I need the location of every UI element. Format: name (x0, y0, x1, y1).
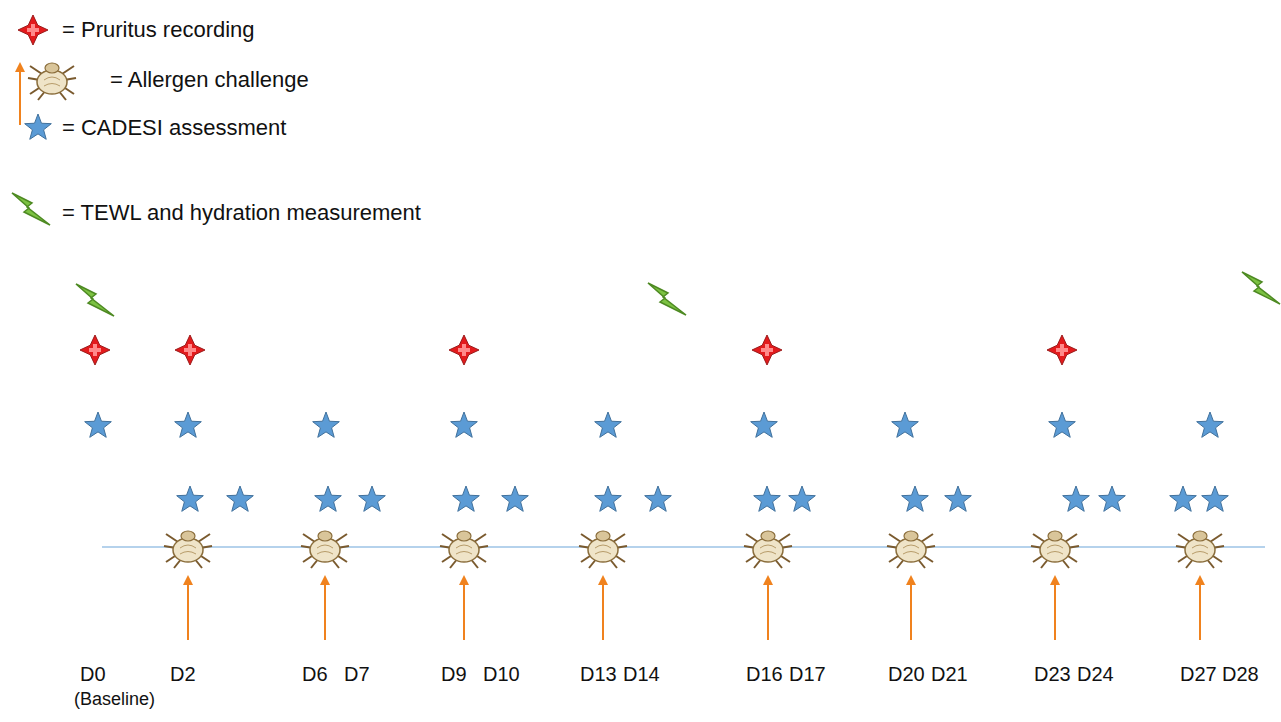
cadesi-star (315, 486, 342, 511)
cadesi-star (789, 486, 816, 511)
cadesi-star (1063, 486, 1090, 511)
cadesi-star (85, 412, 112, 437)
challenge-arrow (767, 583, 769, 640)
mite-icon (1176, 531, 1224, 568)
mite-icon (301, 531, 349, 568)
day-label: D17 (789, 664, 826, 684)
arrow-head (598, 575, 608, 585)
challenge-arrow (1199, 583, 1201, 640)
challenge-arrow (602, 583, 604, 640)
cadesi-star (892, 412, 919, 437)
lightning-symbol (648, 283, 686, 315)
day-label: D9 (441, 664, 467, 684)
arrow-head (320, 575, 330, 585)
arrow-head (763, 575, 773, 585)
day-label: D0 (80, 664, 106, 684)
day-label: D27 (1180, 664, 1217, 684)
legend-text: = Pruritus recording (62, 19, 255, 41)
cadesi-star (1197, 412, 1224, 437)
arrow-head (15, 62, 25, 72)
arrow-head (906, 575, 916, 585)
cadesi-star (595, 412, 622, 437)
cadesi-star (1202, 486, 1229, 511)
cadesi-star (453, 486, 480, 511)
baseline-note: (Baseline) (74, 690, 155, 708)
day-label: D24 (1077, 664, 1114, 684)
cadesi-star (945, 486, 972, 511)
legend-text: = CADESI assessment (62, 117, 286, 139)
lightning-symbol (76, 284, 114, 316)
cadesi-star (359, 486, 386, 511)
cadesi-star (451, 412, 478, 437)
day-label: D13 (580, 664, 617, 684)
cadesi-star (1099, 486, 1126, 511)
arrow-head (183, 575, 193, 585)
mite-icon (1031, 531, 1079, 568)
day-label: D14 (623, 664, 660, 684)
cadesi-star (754, 486, 781, 511)
day-label: D7 (344, 664, 370, 684)
cadesi-star (595, 486, 622, 511)
cadesi-star (1049, 412, 1076, 437)
pruritus-marker (449, 335, 479, 365)
pruritus-marker (18, 15, 48, 45)
cadesi-star (751, 412, 778, 437)
cadesi-star (313, 412, 340, 437)
cadesi-star (177, 486, 204, 511)
timeline-axis (102, 546, 1265, 548)
cadesi-star (227, 486, 254, 511)
mite-icon (28, 63, 76, 100)
mite-icon (579, 531, 627, 568)
arrow-head (1050, 575, 1060, 585)
day-label: D2 (170, 664, 196, 684)
cadesi-star (502, 486, 529, 511)
mite-icon (744, 531, 792, 568)
pruritus-marker (80, 335, 110, 365)
lightning-symbol (1242, 272, 1280, 304)
challenge-arrow (910, 583, 912, 640)
challenge-arrow (324, 583, 326, 640)
pruritus-marker (1047, 335, 1077, 365)
cadesi-star (902, 486, 929, 511)
cadesi-star (25, 114, 52, 139)
arrow-head (459, 575, 469, 585)
mite-icon (887, 531, 935, 568)
challenge-arrow (187, 583, 189, 640)
day-label: D6 (302, 664, 328, 684)
day-label: D21 (931, 664, 968, 684)
mite-icon (440, 531, 488, 568)
cadesi-star (1170, 486, 1197, 511)
legend-text: = Allergen challenge (110, 69, 309, 91)
cadesi-star (645, 486, 672, 511)
day-label: D16 (746, 664, 783, 684)
challenge-arrow (463, 583, 465, 640)
pruritus-marker (175, 335, 205, 365)
mite-icon (164, 531, 212, 568)
arrow-head (1195, 575, 1205, 585)
day-label: D23 (1034, 664, 1071, 684)
challenge-arrow (19, 70, 21, 125)
legend-text: = TEWL and hydration measurement (62, 202, 421, 224)
cadesi-star (175, 412, 202, 437)
pruritus-marker (752, 335, 782, 365)
lightning-symbol (12, 193, 50, 225)
challenge-arrow (1054, 583, 1056, 640)
day-label: D20 (888, 664, 925, 684)
day-label: D28 (1222, 664, 1259, 684)
day-label: D10 (483, 664, 520, 684)
